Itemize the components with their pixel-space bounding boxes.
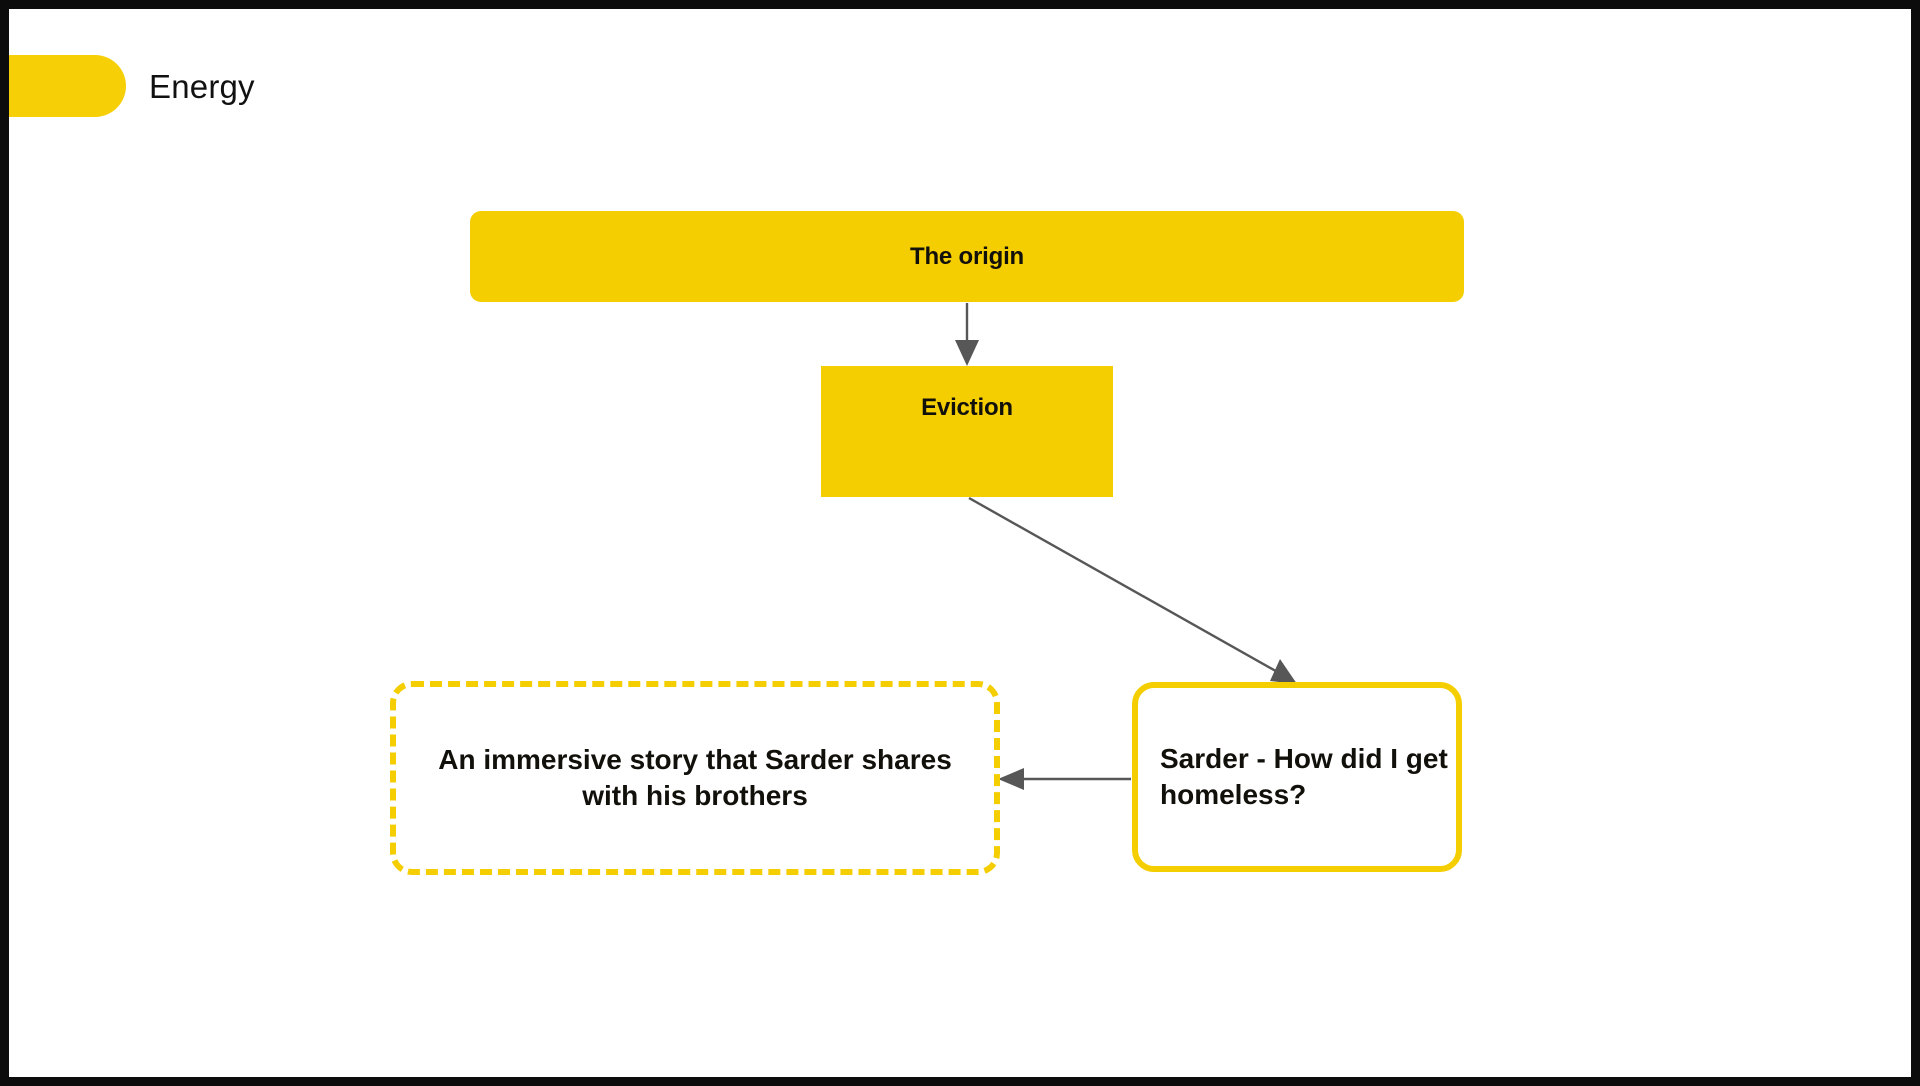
edge-eviction-to-sarder — [968, 496, 1297, 684]
edge-sarder-to-story — [998, 768, 1131, 790]
section-title: Energy — [149, 67, 255, 105]
node-eviction[interactable]: Eviction — [821, 366, 1113, 497]
edge-origin-to-eviction — [955, 303, 979, 366]
node-eviction-label: Eviction — [921, 394, 1013, 421]
slide-header: Energy — [9, 54, 255, 118]
slide-canvas: Energy The origin Eviction — [9, 9, 1911, 1077]
node-immersive-story[interactable]: An immersive story that Sarder shares wi… — [390, 681, 1000, 875]
node-sarder-question[interactable]: Sarder - How did I get homeless? — [1132, 682, 1462, 872]
node-the-origin[interactable]: The origin — [470, 211, 1464, 302]
node-immersive-story-label: An immersive story that Sarder shares wi… — [438, 743, 952, 811]
connector-layer — [955, 303, 1297, 790]
node-the-origin-label: The origin — [910, 242, 1024, 270]
section-pill-marker-icon — [9, 55, 126, 117]
node-sarder-question-label: Sarder - How did I get homeless? — [1160, 742, 1448, 810]
